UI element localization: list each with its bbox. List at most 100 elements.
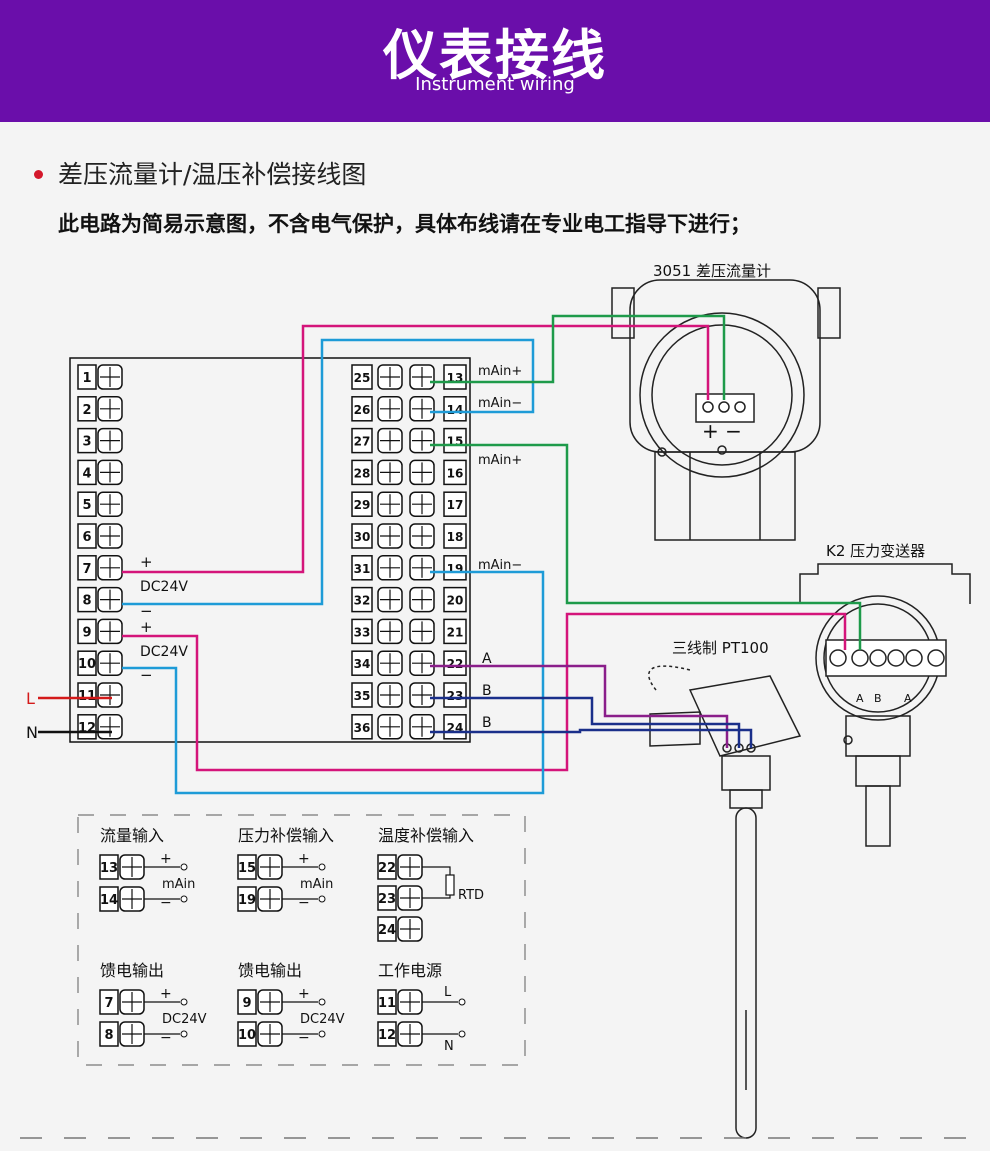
terminal-number-23: 23 [447,689,464,703]
screw-35 [377,682,403,708]
terminal-number-21: 21 [447,625,464,639]
terminal-number-36: 36 [354,721,371,735]
wire-green-flow-13 [430,314,726,400]
wire-purple-a [430,664,729,748]
terminal-11-number: 11 [78,689,96,704]
label-n: N [26,723,38,742]
terminal-3-number: 3 [82,435,91,450]
legend-feed_out_1-t2-number: 8 [104,1028,113,1043]
wire-blue-pressure-19 [122,570,545,795]
legend-feed_out_2-t1: 9 [237,989,283,1015]
legend-temp-rtd: RTD [458,888,484,903]
label-plus-9: + [140,618,153,636]
legend-flow_input-minus: − [160,895,172,911]
terminal-number-20: 20 [447,594,464,608]
legend-flow_input-title: 流量输入 [100,826,164,845]
legend-power-n: N [444,1039,454,1054]
terminal-4: 4 [77,459,123,486]
terminal-pair-34: 34 22 [351,650,467,676]
flowmeter-terminal-signs: + − [702,419,742,443]
terminal-number-29: 29 [354,498,371,512]
terminal-number-31: 31 [354,562,371,576]
legend-pressure_input-label: mAin [300,877,333,892]
legend-feed_out_1-title: 馈电输出 [100,961,164,980]
legend-feed_out_2-t1-number: 9 [242,996,251,1011]
transmitter-terminal-b: B [874,692,882,705]
legend-feed_out_1-t1: 7 [99,989,145,1015]
screw-33 [377,618,403,645]
screw-20 [409,586,435,613]
legend-temp-t3-number: 24 [378,923,396,938]
wire-navy-b1 [430,696,741,748]
screw-21 [409,618,435,645]
screw-14 [409,396,435,422]
legend-power-t1: 11 [377,989,423,1015]
screw-23 [409,682,435,708]
transmitter-terminal-a: A [856,692,864,705]
terminal-8-number: 8 [82,594,91,609]
screw-34 [377,650,403,676]
terminal-7-number: 7 [82,562,91,577]
wire-navy-b2 [430,728,753,748]
screw-18 [409,523,435,549]
label-dc24v-2: DC24V [140,644,188,660]
legend-pressure_input-plus: + [298,851,310,867]
legend-temp-t2-number: 23 [378,892,396,907]
terminal-number-19: 19 [447,562,464,576]
terminal-8: 8 [77,586,123,613]
terminal-1-number: 1 [82,371,91,386]
flowmeter-device [611,279,841,541]
screw-16 [409,459,435,486]
terminal-5: 5 [77,491,123,517]
screw-31 [377,555,403,581]
terminal-3: 3 [77,427,123,454]
legend-feed_out_1-plus: + [160,986,172,1002]
terminal-12: 12 [77,714,123,740]
screw-17 [409,491,435,517]
legend-temp-t2: 23 [377,885,423,911]
legend-feed_out_2-minus: − [298,1030,310,1046]
legend-power-t2-number: 12 [378,1028,396,1043]
legend-pressure_input-minus: − [298,895,310,911]
terminal-number-30: 30 [354,530,371,544]
transmitter-terminal-a2: A [904,692,912,705]
pt100-sensor [648,665,802,1139]
legend-feed_out_1-t1-number: 7 [104,996,113,1011]
legend-power-t1-number: 11 [378,996,396,1011]
label-minus-10: − [140,666,153,684]
terminal-pair-31: 31 19 [351,555,467,581]
legend-power-t2: 12 [377,1021,423,1047]
label-main-minus-14: mAin− [478,396,522,411]
terminal-2: 2 [77,396,123,422]
screw-25 [377,364,403,390]
legend-feed_out_2-plus: + [298,986,310,1002]
terminal-5-number: 5 [82,498,91,513]
terminal-number-34: 34 [354,657,371,671]
label-l: L [26,689,35,708]
terminal-9-number: 9 [82,625,91,640]
legend-feed_out_1-label: DC24V [162,1012,207,1027]
legend: 流量输入1314+−mAin压力补偿输入1519+−mAin馈电输出78+−DC… [99,826,484,1054]
safety-note: 此电路为简易示意图，不含电气保护，具体布线请在专业电工指导下进行； [58,212,751,236]
terminal-10-number: 10 [78,657,96,672]
legend-feed_out_1-t2: 8 [99,1021,145,1047]
transmitter-label: K2 压力变送器 [826,542,925,560]
screw-29 [377,491,403,517]
terminal-number-16: 16 [447,466,464,480]
screw-15 [409,427,435,454]
label-main-minus-19: mAin− [478,558,522,573]
screw-26 [377,396,403,422]
terminal-number-22: 22 [447,657,464,671]
legend-flow_input-t2-number: 14 [100,893,118,908]
label-plus-7: + [140,553,153,571]
legend-flow_input-t1: 13 [99,854,145,880]
wires [38,314,862,795]
terminal-11: 11 [77,682,123,708]
legend-pressure_input-t1-number: 15 [238,861,256,876]
